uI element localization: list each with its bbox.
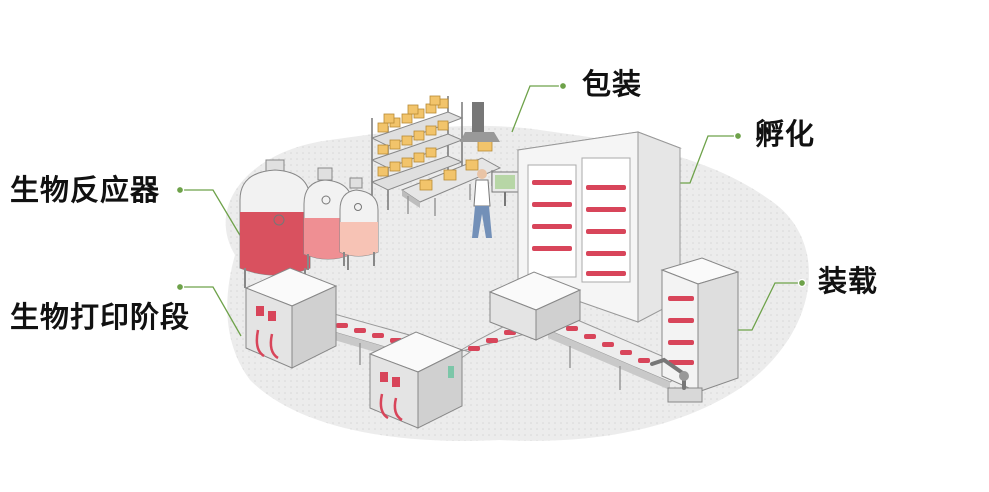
- loading-rack: [660, 257, 740, 393]
- label-incubation: 孵化: [755, 117, 816, 151]
- leader-bioreactor: [180, 189, 242, 238]
- label-packaging: 包装: [582, 67, 643, 101]
- incubation-trays: [532, 180, 626, 276]
- bioprinter-center: [368, 331, 464, 429]
- bioprinter-left: [244, 267, 338, 369]
- packaging-machine-head: [472, 102, 484, 136]
- shelving-unit: [370, 95, 464, 210]
- leader-lines: [175, 81, 807, 337]
- robot-arm: [650, 357, 703, 403]
- bioreactor-tanks: [239, 159, 379, 288]
- bioprinter-right: [488, 271, 582, 341]
- label-bioreactor: 生物反应器: [10, 173, 161, 207]
- box-stacks: [377, 95, 449, 177]
- label-bioprinting: 生物打印阶段: [10, 300, 191, 334]
- incubation-cabinet: [516, 131, 682, 323]
- label-loading: 装载: [818, 264, 879, 298]
- tank-large: [239, 159, 311, 288]
- worker-figure: [472, 169, 492, 238]
- tank-small: [339, 177, 379, 266]
- leader-packaging: [511, 85, 563, 133]
- leader-bioprinting: [180, 286, 242, 337]
- packaging-conveyor: [400, 102, 502, 216]
